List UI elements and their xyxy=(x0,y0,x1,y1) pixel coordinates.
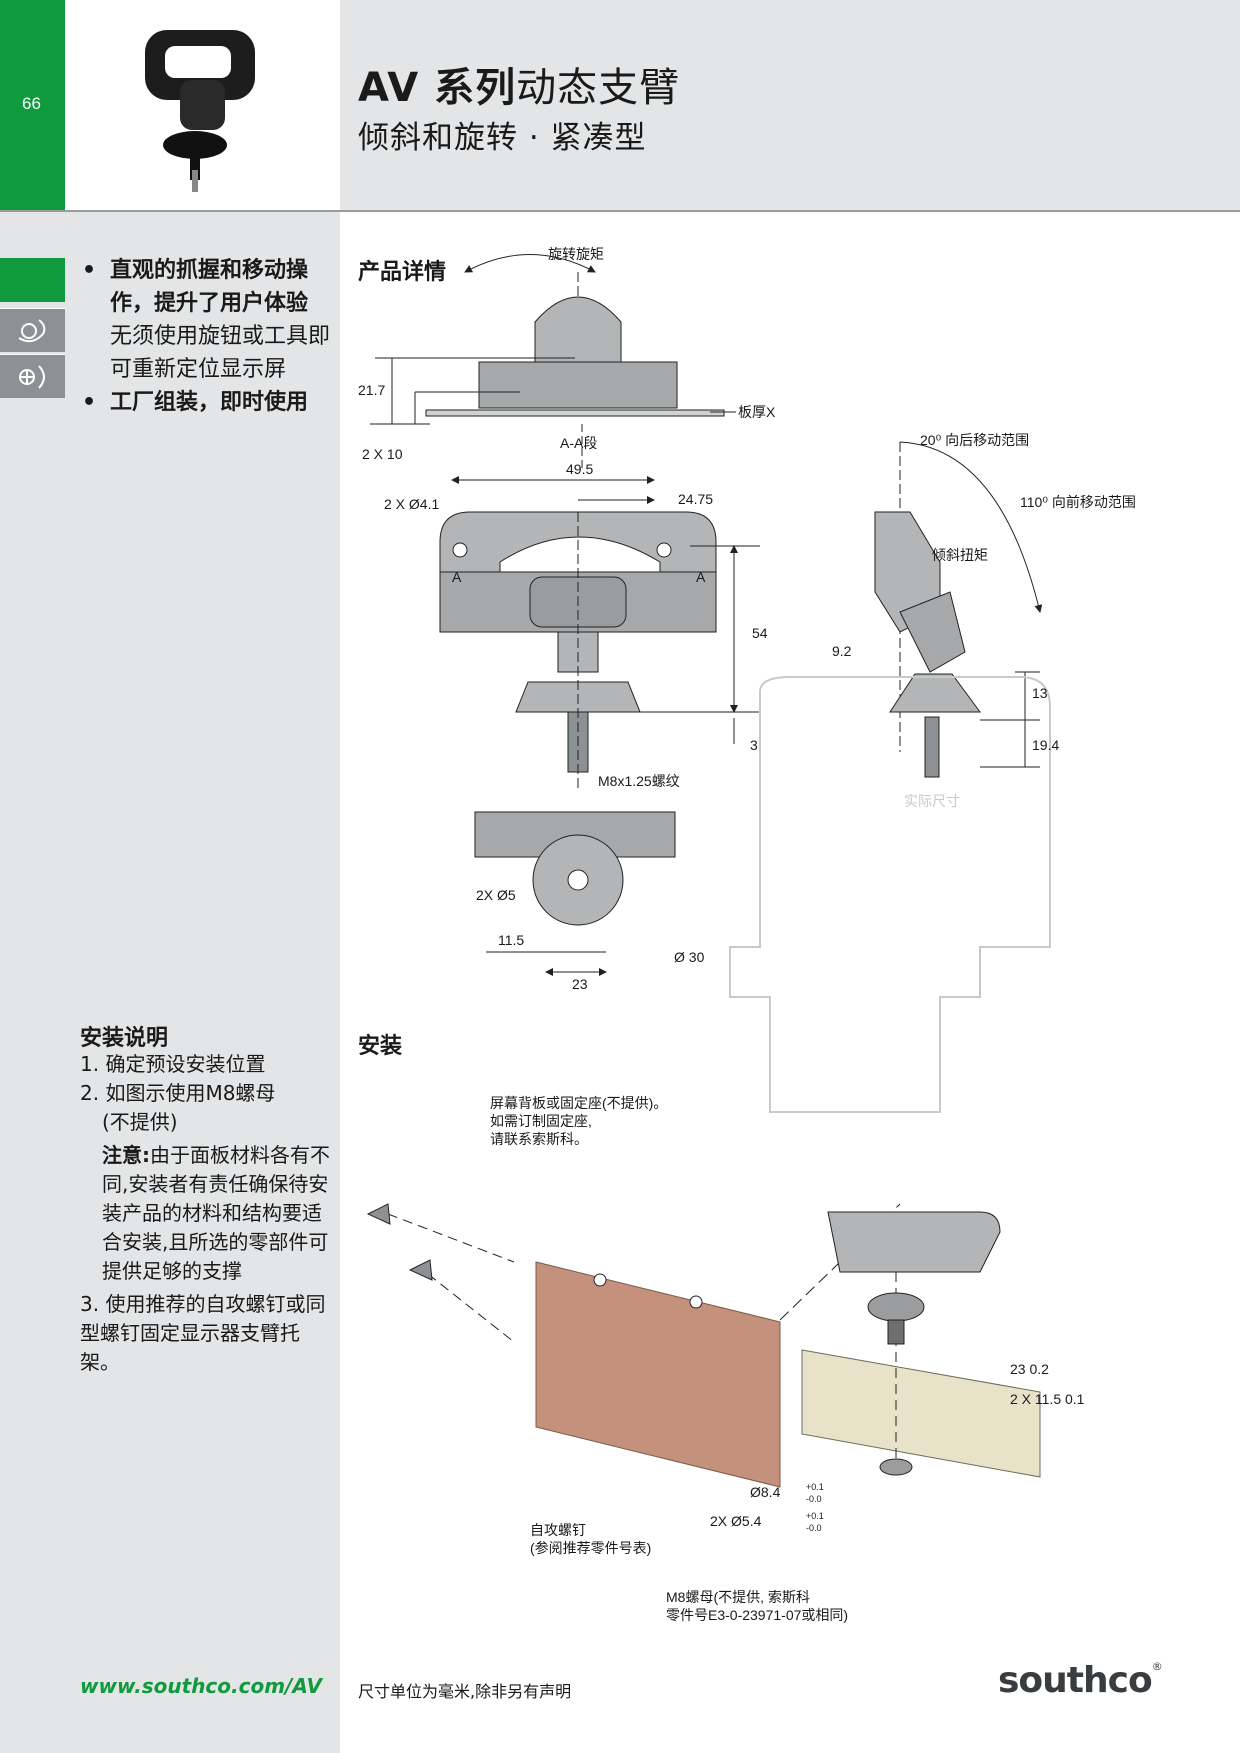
dim-11-5: 11.5 xyxy=(498,932,524,948)
feature-item: 直观的抓握和移动操作，提升了用户体验 无须使用旋钮或工具即可重新定位显示屏 xyxy=(80,254,335,386)
feature-item: 工厂组装，即时使用 xyxy=(80,386,335,419)
install-note: 注意:由于面板材料各有不同,安装者有责任确保待安装产品的材料和结构要适合安装,且… xyxy=(102,1143,330,1283)
nut-label-1: M8螺母(不提供, 索斯科 xyxy=(666,1589,810,1605)
dim-2x10: 2 X 10 xyxy=(362,446,403,462)
svg-text:-0.0: -0.0 xyxy=(806,1494,822,1504)
hole-54-label: 2X Ø5.4 xyxy=(710,1513,762,1529)
dim-19-4: 19.4 xyxy=(1032,737,1059,753)
screw-label-2: (参阅推荐零件号表) xyxy=(530,1540,651,1556)
product-photo-area xyxy=(65,0,340,212)
plate-note-3: 请联系索斯科。 xyxy=(490,1131,588,1147)
actual-size-label: 实际尺寸 xyxy=(904,793,960,809)
header-band xyxy=(340,0,1240,210)
product-photo xyxy=(145,30,255,192)
instructions-list: 1. 确定预设安装位置 2. 如图示使用M8螺母 (不提供) 注意:由于面板材料… xyxy=(80,1050,335,1377)
dim-54: 54 xyxy=(752,625,768,641)
tilt-torque-label: 倾斜扭矩 xyxy=(932,547,988,563)
dim-23-tol: 23 0.2 xyxy=(1010,1361,1049,1377)
instructions-heading: 安装说明 xyxy=(80,1026,169,1051)
page-number: 66 xyxy=(22,94,41,113)
section-a-right: A xyxy=(696,569,706,585)
page-title: AV 系列动态支臂 xyxy=(358,65,681,111)
footer-url[interactable]: www.southco.com/AV xyxy=(80,1674,322,1698)
panel-thickness-label: 板厚X xyxy=(738,404,776,420)
side-marker xyxy=(0,258,65,302)
svg-text:-0.0: -0.0 xyxy=(806,1523,822,1533)
tilt-icon xyxy=(0,354,65,398)
dim-23: 23 xyxy=(572,976,588,992)
dim-24-75: 24.75 xyxy=(678,491,713,507)
section-a-left: A xyxy=(452,569,462,585)
hole-84-label: Ø8.4 xyxy=(750,1484,781,1500)
back-range-label: 20⁰ 向后移动范围 xyxy=(920,432,1029,448)
dim-2x5: 2X Ø5 xyxy=(476,887,516,903)
product-details-heading: 产品详情 xyxy=(358,260,447,285)
dim-2x41: 2 X Ø4.1 xyxy=(384,496,439,512)
page-subtitle: 倾斜和旋转 · 紧凑型 xyxy=(358,120,647,156)
dim-30: Ø 30 xyxy=(674,949,705,965)
plate-note-1: 屏幕背板或固定座(不提供)。 xyxy=(490,1095,667,1111)
plate-note-2: 如需订制固定座, xyxy=(490,1113,592,1129)
install-heading: 安装 xyxy=(358,1034,403,1059)
install-step-3: 3. 使用推荐的自攻螺钉或同型螺钉固定显示器支臂托架。 xyxy=(80,1292,326,1374)
nut-label-2: 零件号E3-0-23971-07或相同) xyxy=(666,1607,848,1623)
left-column-background xyxy=(0,212,340,1753)
technical-drawing: 旋转旋矩 板厚X A-A段 21.7 2 X 10 49.5 24.75 2 X… xyxy=(358,246,1136,1623)
dim-49-5: 49.5 xyxy=(566,461,593,477)
dim-3: 3 xyxy=(750,737,758,753)
svg-text:+0.1: +0.1 xyxy=(806,1482,824,1492)
southco-logo: southco® xyxy=(998,1660,1163,1701)
swivel-icon xyxy=(0,308,65,352)
dim-2x11-5-tol: 2 X 11.5 0.1 xyxy=(1010,1391,1085,1407)
footer-note: 尺寸单位为毫米,除非另有声明 xyxy=(358,1682,572,1701)
front-range-label: 110⁰ 向前移动范围 xyxy=(1020,494,1136,510)
thread-label: M8x1.25螺纹 xyxy=(598,773,680,789)
page-tab: 66 xyxy=(0,0,65,212)
section-label: A-A段 xyxy=(560,435,597,451)
dim-21-7: 21.7 xyxy=(358,382,385,398)
dim-9-2: 9.2 xyxy=(832,643,852,659)
dim-13: 13 xyxy=(1032,685,1048,701)
header-divider xyxy=(0,210,1240,212)
feature-list: 直观的抓握和移动操作，提升了用户体验 无须使用旋钮或工具即可重新定位显示屏 工厂… xyxy=(80,254,335,419)
rotation-torque-label: 旋转旋矩 xyxy=(548,246,604,262)
screw-label-1: 自攻螺钉 xyxy=(530,1522,586,1538)
svg-text:+0.1: +0.1 xyxy=(806,1511,824,1521)
